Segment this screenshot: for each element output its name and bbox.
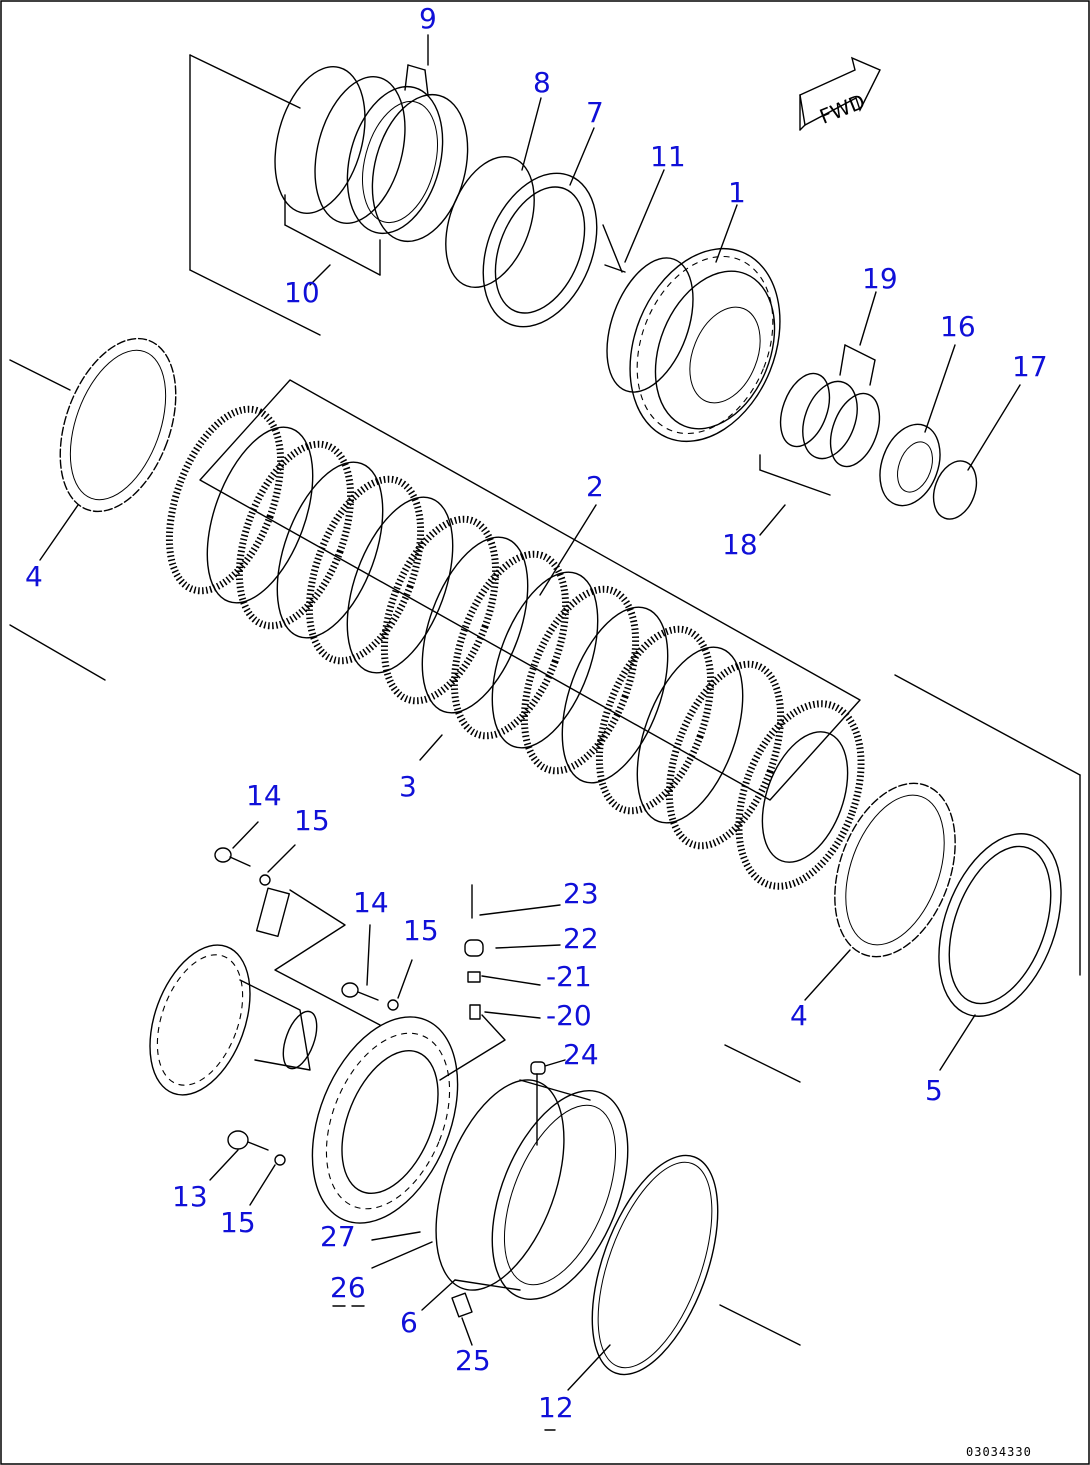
- ring-part-5: [938, 833, 1062, 1017]
- callout-3: 3: [399, 770, 417, 803]
- callout-18: 18: [722, 528, 758, 561]
- callout-20: -20: [546, 999, 592, 1032]
- callout-10: 10: [284, 276, 320, 309]
- callout-labels: 9 8 7 11 1 19 16 17 10 2 18 4 3 14 15 23…: [25, 2, 1048, 1424]
- carrier-plate: [311, 1016, 459, 1224]
- callout-12: 12: [538, 1391, 574, 1424]
- callout-16: 16: [940, 310, 976, 343]
- callout-1: 1: [728, 176, 746, 209]
- callout-5: 5: [925, 1074, 943, 1107]
- housing-part-1: [604, 247, 781, 443]
- callout-8: 8: [533, 66, 551, 99]
- axis-lines: [9, 54, 1081, 1346]
- callout-4-left: 4: [25, 560, 43, 593]
- callout-9: 9: [419, 2, 437, 35]
- callout-21: -21: [546, 960, 592, 993]
- callout-15-middle: 15: [403, 914, 439, 947]
- callout-13: 13: [172, 1180, 208, 1213]
- ring-part-12: [591, 1154, 719, 1376]
- callout-14-lower: 14: [353, 886, 389, 919]
- callout-2: 2: [586, 470, 604, 503]
- ring-parts-7-8: [445, 155, 598, 328]
- callout-6: 6: [400, 1306, 418, 1339]
- callout-15-lower: 15: [220, 1206, 256, 1239]
- bearing-seal-group: [759, 344, 978, 520]
- end-plates-part-4: [59, 337, 956, 958]
- callout-11: 11: [650, 140, 686, 173]
- callout-17: 17: [1012, 350, 1048, 383]
- callout-26: 26: [330, 1271, 366, 1304]
- callout-19: 19: [862, 262, 898, 295]
- drawing-code: 03034330: [966, 1445, 1032, 1459]
- callout-24: 24: [563, 1038, 599, 1071]
- callout-22: 22: [563, 922, 599, 955]
- shaft-hub: [149, 944, 318, 1096]
- clutch-disc-pack: [165, 379, 865, 890]
- callout-7: 7: [586, 96, 604, 129]
- fwd-direction-arrow: FWD: [799, 56, 881, 131]
- callout-27: 27: [320, 1220, 356, 1253]
- piston-seal-group: [274, 64, 469, 276]
- callout-25: 25: [455, 1344, 491, 1377]
- callout-4-right: 4: [790, 999, 808, 1032]
- callout-15-upper: 15: [294, 804, 330, 837]
- leader-lines: [39, 34, 1021, 1431]
- callout-14-upper: 14: [246, 779, 282, 812]
- fasteners: [214, 224, 623, 1318]
- callout-23: 23: [563, 877, 599, 910]
